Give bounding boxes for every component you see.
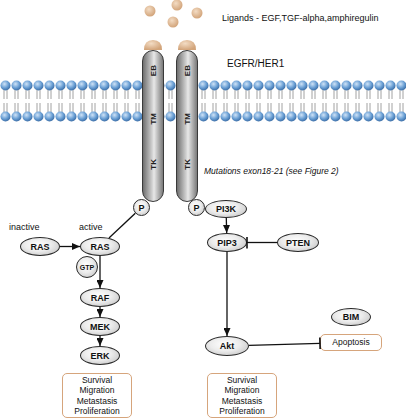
outcome-box: Survival Migration Metastasis Proliferat… bbox=[62, 373, 132, 418]
activation-connector bbox=[226, 218, 228, 233]
ligand bbox=[192, 8, 203, 19]
activation-connector bbox=[109, 213, 135, 238]
activation-connector bbox=[99, 336, 100, 346]
bound-ligand bbox=[178, 40, 196, 50]
domain-label: TM bbox=[149, 113, 158, 125]
protein-oval: PTEN bbox=[277, 233, 319, 252]
receptor-label: EGFR/HER1 bbox=[227, 58, 284, 69]
activation-connector bbox=[60, 246, 80, 247]
mutation-note: Mutations exon18-21 (see Figure 2) bbox=[204, 166, 339, 176]
node-label: MEK bbox=[90, 322, 110, 332]
inhibition-connector bbox=[249, 343, 320, 345]
protein-oval: ERK bbox=[80, 346, 120, 365]
state-label: inactive bbox=[9, 222, 40, 232]
ligand bbox=[168, 17, 179, 28]
receptor-monomer: EB TM TK bbox=[142, 50, 164, 202]
node-label: P bbox=[193, 203, 199, 213]
protein-oval: inactiveRAS bbox=[20, 237, 60, 256]
domain-label: TM bbox=[183, 113, 192, 125]
bound-ligand bbox=[144, 40, 162, 50]
outcome-text: Survival Migration Metastasis Proliferat… bbox=[74, 375, 119, 417]
outcome-box: Apoptosis bbox=[320, 334, 382, 351]
outcome-box: Survival Migration Metastasis Proliferat… bbox=[207, 373, 277, 418]
domain-label: EB bbox=[149, 65, 158, 76]
node-label: Apoptosis bbox=[332, 337, 369, 348]
state-label: active bbox=[79, 222, 103, 232]
activation-connector bbox=[99, 256, 100, 288]
activation-connector bbox=[99, 307, 100, 317]
protein-oval: PIP3 bbox=[207, 233, 247, 252]
inhibition-connector bbox=[247, 242, 277, 243]
domain-label: TK bbox=[149, 159, 158, 170]
phospho-circle: P bbox=[133, 199, 150, 216]
domain-label: TK bbox=[183, 159, 192, 170]
ligand-label: Ligands - EGF,TGF-alpha,amphiregulin bbox=[222, 13, 379, 23]
ligand bbox=[145, 6, 156, 17]
node-label: RAS bbox=[90, 242, 109, 252]
ligand bbox=[172, 0, 183, 11]
node-label: P bbox=[138, 203, 144, 213]
receptor-monomer: EB TM TK bbox=[176, 50, 198, 202]
node-label: ERK bbox=[90, 351, 109, 361]
protein-oval: PI3K bbox=[205, 200, 247, 218]
protein-oval: BIM bbox=[331, 308, 371, 326]
node-label: PIP3 bbox=[217, 238, 237, 248]
node-label: BIM bbox=[343, 312, 360, 322]
membrane bbox=[0, 80, 406, 122]
node-label: PTEN bbox=[286, 238, 310, 248]
gtp-circle: GTP bbox=[76, 256, 98, 278]
protein-oval: RAF bbox=[80, 288, 120, 307]
node-label: Akt bbox=[220, 341, 235, 351]
domain-label: EB bbox=[183, 65, 192, 76]
node-label: RAF bbox=[91, 293, 110, 303]
outcome-text: Survival Migration Metastasis Proliferat… bbox=[219, 375, 264, 417]
node-label: GTP bbox=[80, 264, 94, 271]
activation-connector bbox=[226, 252, 227, 336]
protein-oval: MEK bbox=[80, 317, 120, 336]
node-label: RAS bbox=[30, 242, 49, 252]
phospho-circle: P bbox=[188, 199, 205, 216]
protein-oval: Akt bbox=[205, 336, 249, 356]
node-label: PI3K bbox=[216, 204, 236, 214]
protein-oval: activeRAS bbox=[80, 237, 120, 256]
